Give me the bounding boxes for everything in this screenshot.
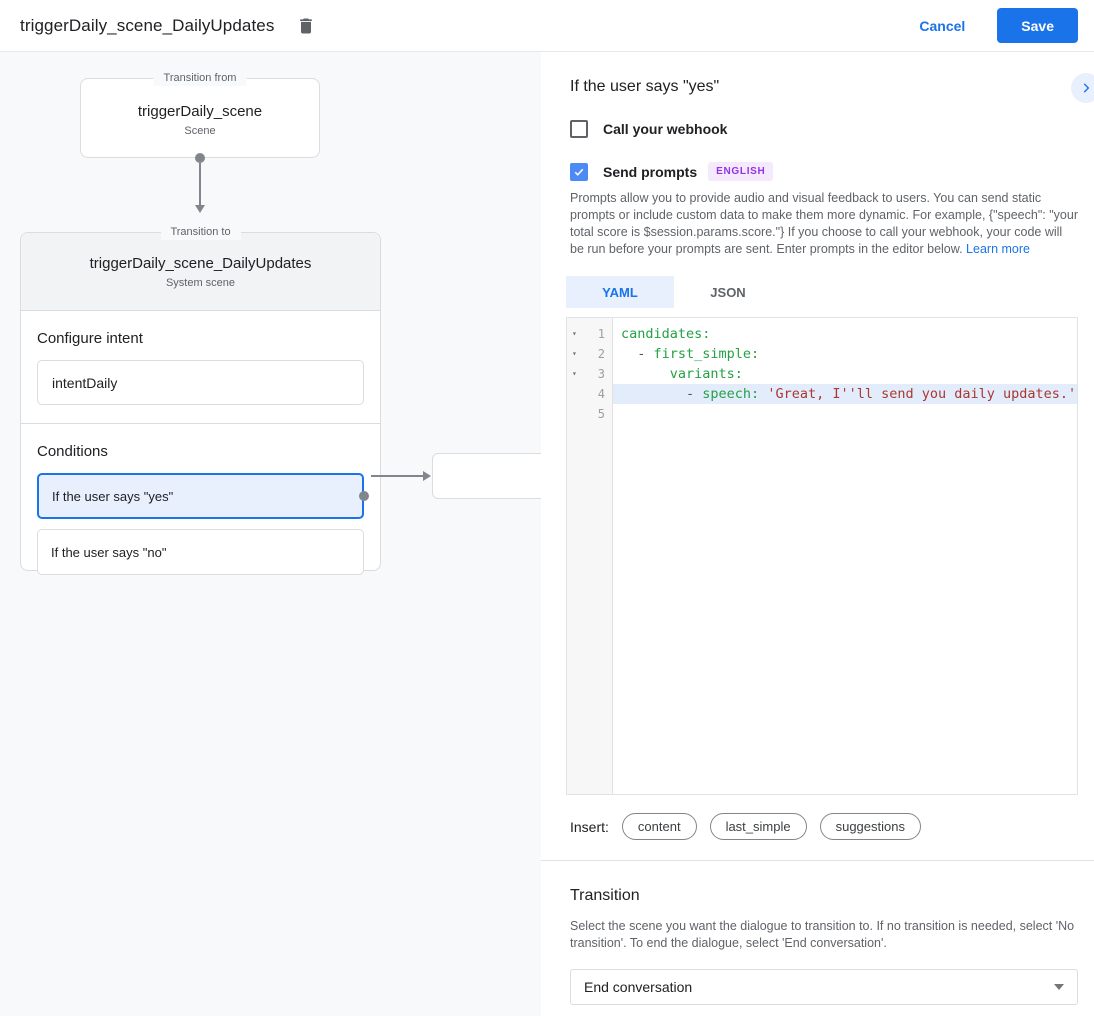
condition-target-node[interactable] [432,453,541,499]
line-number: 5 [597,407,605,421]
gutter-row: ▾2 [567,344,612,364]
arrow-right-line [371,475,424,477]
dropdown-caret-icon [1054,984,1064,990]
card-divider [21,423,380,424]
code-line[interactable]: candidates: [613,324,1077,344]
send-prompts-checkbox[interactable] [570,162,588,181]
check-icon [573,166,585,178]
line-number: 2 [597,347,605,361]
trash-icon [296,16,316,36]
app-header: triggerDaily_scene_DailyUpdates Cancel S… [0,0,1094,52]
condition-label: If the user says "yes" [52,488,174,504]
connector-dot [195,153,205,163]
transition-select-value: End conversation [584,979,693,995]
node-subtitle: System scene [165,276,236,289]
node-title: triggerDaily_scene_DailyUpdates [89,254,312,272]
code-line[interactable] [613,404,1077,424]
node-legend: Transition from [153,71,247,86]
line-number: 4 [597,387,605,401]
section-label: Configure intent [37,330,143,347]
save-button[interactable]: Save [997,8,1078,43]
gutter-row: 4 [567,384,612,404]
line-number: 1 [597,327,605,341]
configure-intent-section: Configure intent intentDaily [21,311,380,423]
insert-chip-last-simple[interactable]: last_simple [709,813,807,840]
node-title: triggerDaily_scene [137,103,263,120]
transition-select[interactable]: End conversation [570,969,1078,1005]
insert-chip-content[interactable]: content [621,813,697,840]
code-token-plain [621,366,670,382]
checkbox-label: Call your webhook [603,121,728,137]
checkbox-label: Send prompts [603,163,698,180]
delete-scene-button[interactable] [292,12,320,40]
editor-tabs: YAML JSON [566,276,1078,308]
condition-label: If the user says "no" [51,544,167,560]
section-label: Conditions [37,443,108,460]
transition-to-node: Transition to triggerDaily_scene_DailyUp… [20,225,381,575]
webhook-checkbox[interactable] [570,120,588,138]
conditions-section: Conditions If the user says "yes" If the… [21,424,380,593]
insert-label: Insert: [570,818,609,835]
insert-row: Insert: content last_simple suggestions [570,813,1078,840]
intent-field[interactable]: intentDaily [37,360,364,405]
main-content: Transition from triggerDaily_scene Scene… [0,52,1094,1016]
transition-from-node[interactable]: Transition from triggerDaily_scene Scene [80,71,320,158]
send-prompts-row: Send prompts ENGLISH [570,162,1078,181]
code-line[interactable]: - first_simple: [613,344,1077,364]
code-token-key: first_simple: [653,346,760,362]
cancel-button[interactable]: Cancel [919,17,966,34]
gutter-row: ▾3 [567,364,612,384]
code-line[interactable]: - speech: 'Great, I''ll send you daily u… [613,384,1077,404]
code-token-key: candidates: [621,326,711,342]
fold-arrow-icon[interactable]: ▾ [572,369,577,378]
prompts-description: Prompts allow you to provide audio and v… [570,190,1078,258]
transition-heading: Transition [570,887,640,904]
webhook-row: Call your webhook [570,120,1078,138]
transition-description: Select the scene you want the dialogue t… [570,919,1075,950]
page-title: triggerDaily_scene_DailyUpdates [20,15,275,35]
fold-arrow-icon[interactable]: ▾ [572,329,577,338]
arrow-right-head [423,471,431,481]
tab-yaml[interactable]: YAML [566,276,674,308]
section-divider [541,860,1094,861]
tab-json[interactable]: JSON [710,284,746,300]
arrow-down-head [195,205,205,213]
description-text: Prompts allow you to provide audio and v… [570,191,1078,256]
code-line[interactable]: variants: [613,364,1077,384]
fold-arrow-icon[interactable]: ▾ [572,349,577,358]
insert-chip-suggestions[interactable]: suggestions [819,813,921,840]
condition-item-yes[interactable]: If the user says "yes" [37,473,369,519]
line-number: 3 [597,367,605,381]
flow-canvas: Transition from triggerDaily_scene Scene… [0,52,541,1016]
editor-code[interactable]: candidates: - first_simple: variants: - … [613,318,1077,794]
node-subtitle: Scene [184,125,216,137]
code-token-plain: - [621,346,654,362]
code-token-string: 'Great, I''ll send you daily updates.' [767,386,1077,402]
condition-item-no[interactable]: If the user says "no" [37,529,364,575]
condition-connector-dot [359,491,369,501]
language-badge: ENGLISH [708,162,774,181]
node-legend: Transition to [160,225,241,240]
gutter-row: 5 [567,404,612,424]
scene-node-header: triggerDaily_scene_DailyUpdates System s… [21,233,380,311]
collapse-panel-button[interactable] [1071,73,1094,103]
chevron-right-icon [1079,81,1093,95]
details-panel: If the user says "yes" Call your webhook… [541,52,1094,1016]
code-token-plain: - [621,386,703,402]
learn-more-link[interactable]: Learn more [966,242,1030,256]
arrow-down-line [199,163,201,206]
code-token-key: speech: [702,386,760,402]
code-token-key: variants: [669,366,743,382]
gutter-row: ▾1 [567,324,612,344]
panel-title: If the user says "yes" [570,78,720,95]
